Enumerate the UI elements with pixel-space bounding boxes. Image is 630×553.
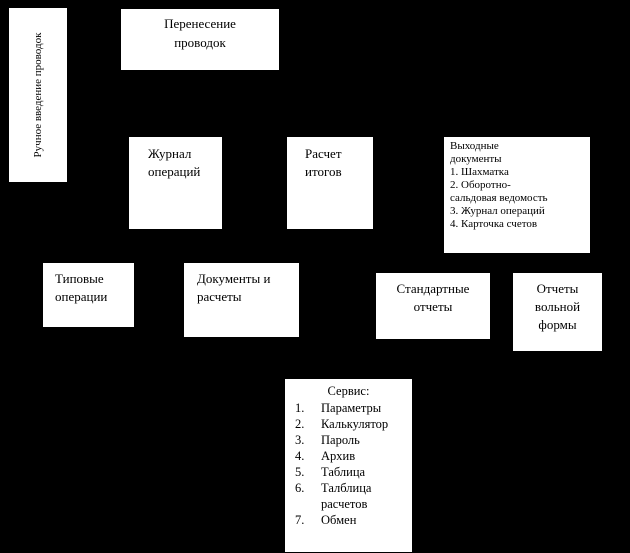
output-documents-item: 4. Карточка счетов: [450, 217, 538, 230]
service-item-label: Обмен: [321, 513, 357, 527]
output-documents-item: 3. Журнал операций: [450, 204, 545, 217]
transfer-postings-label: Перенесение проводок: [164, 16, 236, 50]
service-item-number: 4.: [295, 449, 305, 463]
service-item: 7. Обмен: [287, 512, 410, 528]
service-item-label: Архив: [321, 449, 356, 463]
service-item: 2. Калькулятор: [287, 416, 410, 432]
service-item-label: Параметры: [321, 401, 382, 415]
typical-operations-label: Типовые операции: [55, 271, 108, 305]
service-item-label: Таблица: [321, 465, 366, 479]
service-item-number: 5.: [295, 465, 305, 479]
typical-operations-box: Типовые операции: [42, 262, 135, 328]
free-form-reports-label: Отчеты вольной формы: [534, 281, 581, 333]
output-documents-item: 2. Оборотно- сальдовая ведомость: [450, 178, 548, 204]
service-item-number: 1.: [295, 401, 305, 415]
service-item: 6. Талблица расчетов: [287, 480, 410, 512]
documents-calculations-label: Документы и расчеты: [197, 271, 271, 305]
service-item-number: 3.: [295, 433, 305, 447]
service-item-label: Пароль: [321, 433, 360, 447]
operations-journal-label: Журнал операций: [148, 146, 201, 179]
manual-entry-label: Ручное введение проводок: [32, 32, 44, 158]
service-box: Сервис: 1. Параметры 2. Калькулятор 3. П…: [284, 378, 413, 553]
service-item-number: 7.: [295, 513, 305, 527]
service-item: 5. Таблица: [287, 464, 410, 480]
service-title: Сервис:: [327, 384, 370, 398]
service-item-label: Калькулятор: [321, 417, 389, 431]
service-item-number: 2.: [295, 417, 305, 431]
operations-journal-box: Журнал операций: [128, 136, 223, 230]
output-documents-title: Выходные документы: [450, 140, 502, 165]
documents-calculations-box: Документы и расчеты: [183, 262, 300, 338]
standard-reports-box: Стандартные отчеты: [375, 272, 491, 340]
service-item-label: Талблица расчетов: [321, 481, 372, 511]
manual-entry-box: Ручное введение проводок: [8, 7, 68, 183]
transfer-postings-box: Перенесение проводок: [120, 8, 280, 71]
service-item-number: 6.: [295, 481, 305, 495]
output-documents-item: 1. Шахматка: [450, 165, 509, 178]
service-item: 1. Параметры: [287, 400, 410, 416]
totals-calculation-box: Расчет итогов: [286, 136, 374, 230]
free-form-reports-box: Отчеты вольной формы: [512, 272, 603, 352]
totals-calculation-label: Расчет итогов: [305, 146, 342, 179]
service-item: 3. Пароль: [287, 432, 410, 448]
output-documents-box: Выходные документы 1. Шахматка 2. Оборот…: [443, 136, 591, 254]
service-item: 4. Архив: [287, 448, 410, 464]
standard-reports-label: Стандартные отчеты: [396, 281, 470, 315]
